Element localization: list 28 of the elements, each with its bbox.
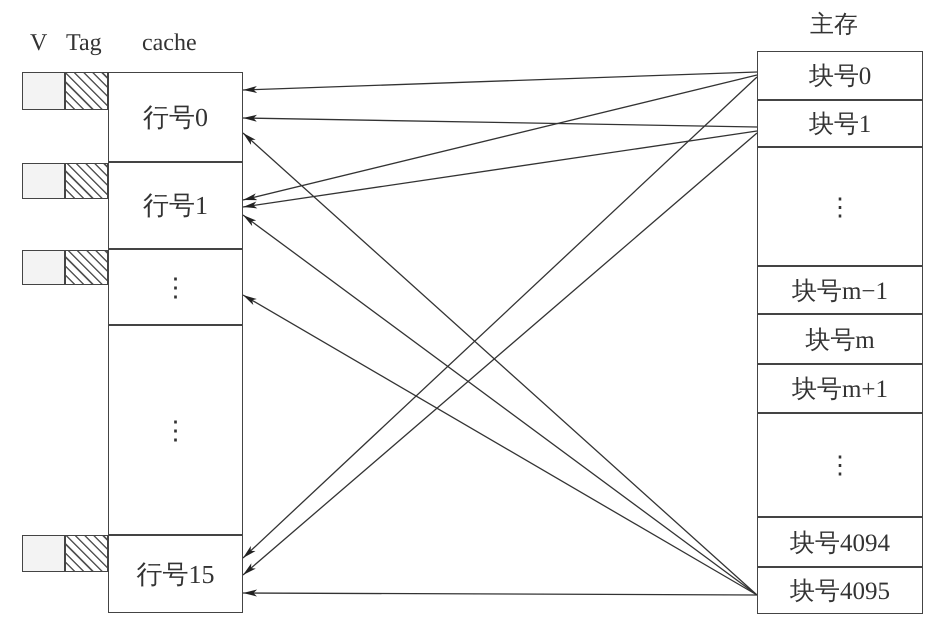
memory-block-box: 块号4094	[757, 517, 923, 567]
column-heading: Tag	[66, 30, 102, 57]
tag-field-box	[65, 250, 108, 285]
arrow	[243, 590, 757, 597]
valid-bit-box	[22, 163, 65, 199]
memory-block-box: ⋮	[757, 413, 923, 517]
arrow	[242, 214, 758, 596]
memory-block-box: 块号1	[757, 100, 923, 147]
memory-block-box: 块号4095	[757, 567, 923, 614]
arrow	[242, 74, 758, 201]
memory-block-box: ⋮	[757, 147, 923, 266]
arrow	[242, 130, 758, 208]
column-heading: cache	[142, 30, 197, 57]
valid-bit-box	[22, 72, 65, 110]
arrow	[242, 114, 758, 128]
column-heading: 主存	[810, 10, 858, 40]
memory-block-box: 块号0	[757, 51, 923, 100]
column-heading: V	[30, 30, 48, 57]
valid-bit-box	[22, 250, 65, 285]
memory-block-box: 块号m	[757, 314, 923, 364]
tag-field-box	[65, 535, 108, 572]
arrow	[242, 71, 758, 93]
tag-field-box	[65, 163, 108, 199]
valid-bit-box	[22, 535, 65, 572]
tag-field-box	[65, 72, 108, 110]
arrow	[242, 294, 758, 596]
memory-block-box: 块号m−1	[757, 266, 923, 314]
memory-block-box: 块号m+1	[757, 364, 923, 413]
